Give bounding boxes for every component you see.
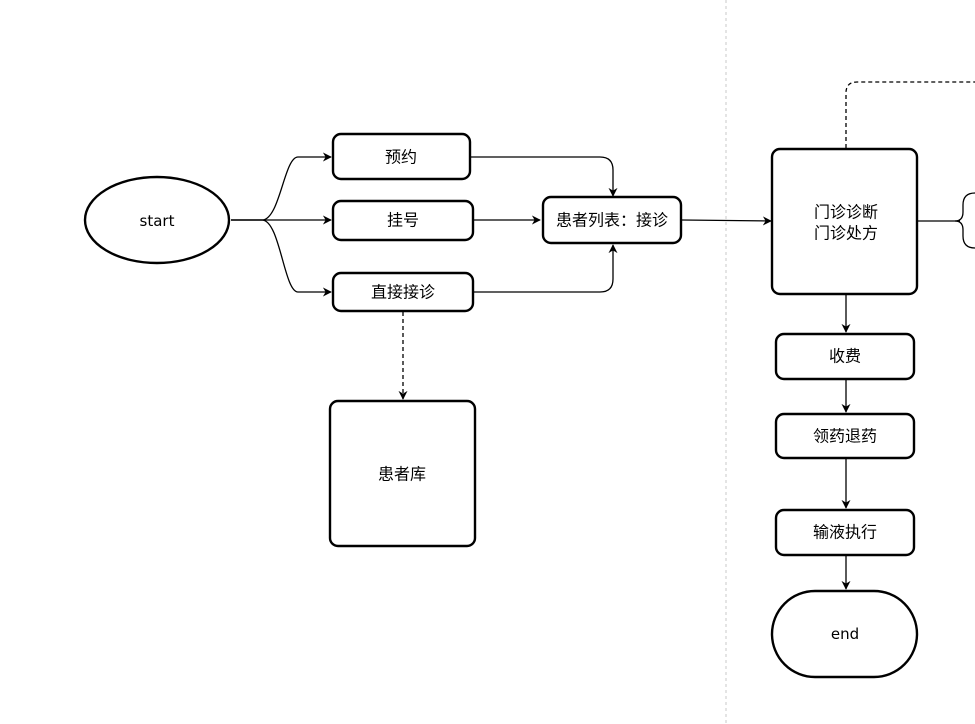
node-appointment[interactable]: 预约 bbox=[331, 132, 472, 181]
edge-direct-visit-to-patient-list bbox=[474, 244, 618, 293]
registration-label: 挂号 bbox=[387, 211, 419, 230]
node-start[interactable]: start bbox=[83, 175, 231, 265]
charge-label: 收费 bbox=[829, 347, 861, 366]
charge-box bbox=[774, 332, 916, 381]
node-patient-db[interactable]: 患者库 bbox=[328, 399, 477, 548]
edge-appointment-to-patient-list bbox=[471, 156, 618, 197]
appointment-box bbox=[331, 132, 472, 181]
node-diagnosis[interactable]: 门诊诊断 门诊处方 bbox=[770, 147, 919, 296]
end-label: end bbox=[831, 625, 859, 643]
brace-right bbox=[954, 192, 975, 249]
start-ellipse bbox=[83, 175, 231, 265]
infusion-label: 输液执行 bbox=[813, 523, 877, 542]
edges bbox=[231, 81, 975, 590]
node-infusion[interactable]: 输液执行 bbox=[774, 508, 916, 557]
patient-list-box bbox=[541, 195, 683, 245]
diagnosis-box bbox=[770, 147, 919, 296]
edge-start-to-appointment bbox=[231, 152, 332, 221]
patient-db-label: 患者库 bbox=[378, 465, 426, 484]
diagnosis-label-line1: 门诊诊断 bbox=[814, 203, 878, 222]
edge-patient-list-to-diagnosis bbox=[681, 216, 772, 226]
direct-visit-label: 直接接诊 bbox=[371, 283, 435, 302]
node-patient-list[interactable]: 患者列表：接诊 bbox=[541, 195, 683, 245]
dispense-box bbox=[774, 412, 916, 460]
patient-list-label: 患者列表：接诊 bbox=[556, 211, 668, 230]
patient-db-box bbox=[328, 399, 477, 548]
direct-visit-box bbox=[331, 271, 475, 313]
node-end[interactable]: end bbox=[770, 589, 919, 679]
edge-diagnosis-dashed-out bbox=[845, 81, 975, 148]
end-terminator bbox=[770, 589, 919, 679]
diagnosis-label-line2: 门诊处方 bbox=[814, 224, 878, 243]
edge-start-to-direct-visit bbox=[231, 219, 332, 297]
start-label: start bbox=[140, 212, 175, 230]
infusion-box bbox=[774, 508, 916, 557]
node-direct-visit[interactable]: 直接接诊 bbox=[331, 271, 475, 313]
appointment-label: 预约 bbox=[385, 148, 417, 167]
node-charge[interactable]: 收费 bbox=[774, 332, 916, 381]
node-registration[interactable]: 挂号 bbox=[331, 199, 475, 242]
registration-box bbox=[331, 199, 475, 242]
dispense-label: 领药退药 bbox=[813, 427, 877, 446]
node-dispense[interactable]: 领药退药 bbox=[774, 412, 916, 460]
